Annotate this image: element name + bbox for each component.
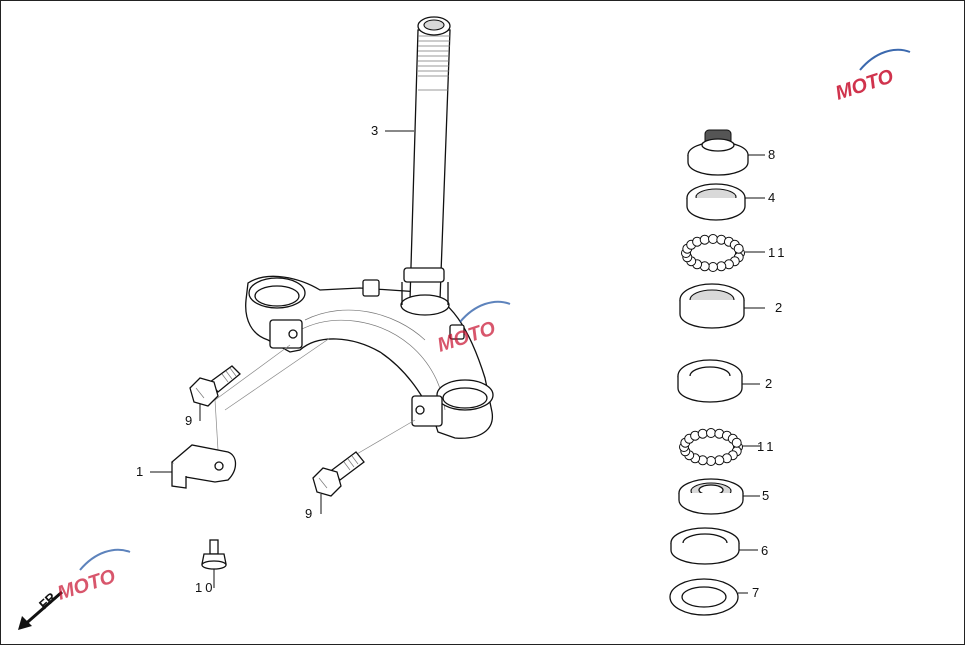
bearing-cup-2-upper: [679, 283, 745, 329]
bearing-cone-5: [678, 478, 744, 515]
ball-bearing: [733, 243, 744, 254]
callout-8: 8: [768, 147, 775, 162]
ball-bearing: [706, 456, 716, 466]
callout-labels: 3 8 4 11 2 2 11 5 6 7 1 9 9 10: [136, 123, 788, 600]
ball-race-11-upper: [681, 234, 745, 272]
steering-stem: [245, 16, 494, 439]
callout-2-upper: 2: [775, 300, 782, 315]
callout-11-upper: 11: [768, 245, 788, 260]
ball-bearing: [708, 234, 718, 244]
callout-9-upper: 9: [185, 413, 192, 428]
bolt-9-lower: [312, 451, 365, 497]
bracket-1: [171, 444, 237, 489]
callout-2-lower: 2: [765, 376, 772, 391]
callout-3: 3: [371, 123, 378, 138]
arrow-icon: [18, 616, 32, 630]
ball-race-11-lower: [679, 428, 743, 466]
ball-bearing: [697, 428, 708, 439]
washer-7: [669, 578, 739, 616]
callout-9-lower: 9: [305, 506, 312, 521]
callout-11-lower: 11: [757, 439, 777, 454]
bearing-cup-2-lower: [677, 359, 743, 403]
ball-bearing: [708, 262, 718, 272]
callout-1: 1: [136, 464, 143, 479]
callout-10: 10: [195, 580, 215, 595]
adjust-nut-8: [687, 129, 749, 176]
ball-bearing: [731, 437, 742, 448]
ball-bearing: [699, 234, 710, 245]
callout-7: 7: [752, 585, 759, 600]
ball-bearing: [716, 261, 727, 272]
assembly-guides: [214, 337, 416, 459]
callout-4: 4: [768, 190, 775, 205]
ball-bearing: [714, 455, 725, 466]
leader-lines: [150, 130, 765, 594]
bolt-10: [201, 539, 227, 570]
bearing-cone-4: [686, 183, 746, 221]
bolt-9-upper: [189, 365, 241, 407]
callout-6: 6: [761, 543, 768, 558]
ball-bearing: [706, 428, 716, 438]
dust-seal-6: [670, 527, 740, 565]
callout-5: 5: [762, 488, 769, 503]
